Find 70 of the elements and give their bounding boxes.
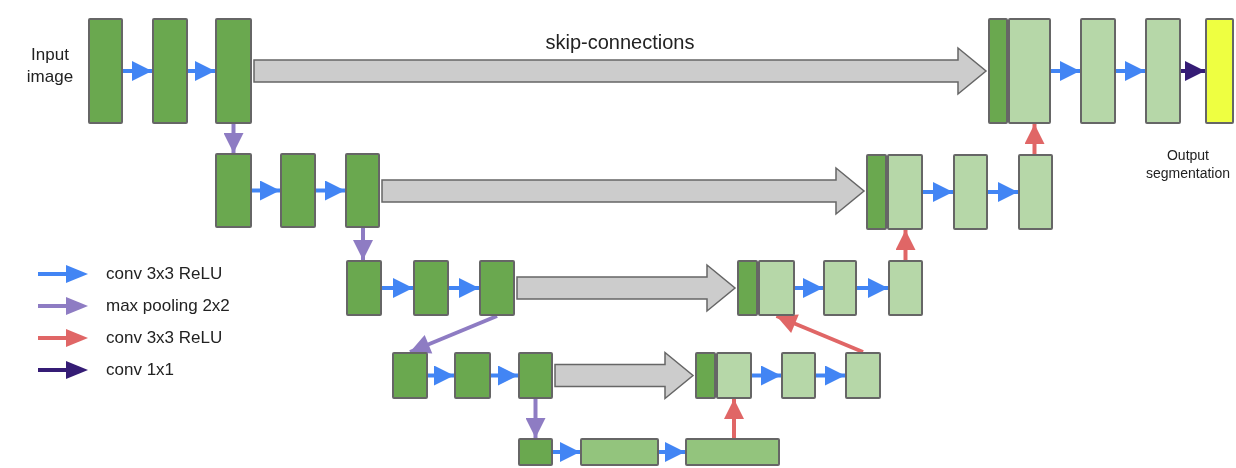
arrow	[895, 230, 916, 260]
arrow	[752, 365, 781, 386]
arrow	[1024, 124, 1045, 154]
feature-map-block	[215, 153, 252, 228]
feature-map-block	[88, 18, 123, 124]
feature-map-block	[953, 154, 988, 230]
feature-map-block	[685, 438, 780, 466]
arrow	[252, 180, 280, 201]
feature-map-block	[1145, 18, 1181, 124]
skip-connection-arrow	[554, 350, 695, 401]
feature-map-block	[888, 260, 923, 316]
arrow	[1116, 61, 1145, 81]
legend-label: max pooling 2x2	[106, 296, 230, 316]
arrow	[223, 124, 244, 153]
copied-feature-map	[866, 154, 887, 230]
copied-feature-map	[695, 352, 716, 399]
caption-text: Input image	[25, 44, 75, 89]
edge-label: skip-connections	[545, 31, 695, 54]
feature-map-block	[1018, 154, 1053, 230]
copied-feature-map	[737, 260, 758, 316]
feature-map-block	[1080, 18, 1116, 124]
arrow	[988, 182, 1018, 202]
feature-map-block	[1008, 18, 1051, 124]
feature-map-block	[346, 260, 382, 316]
feature-map-block	[781, 352, 816, 399]
arrow	[188, 61, 215, 81]
legend-label: conv 3x3 ReLU	[106, 264, 223, 284]
arrow	[1181, 61, 1205, 81]
feature-map-block	[845, 352, 881, 399]
feature-map-block	[215, 18, 252, 124]
arrow	[382, 278, 413, 298]
arrow	[525, 399, 546, 438]
legend-label: conv 1x1	[106, 360, 175, 380]
arrow	[491, 365, 518, 386]
arrow	[449, 278, 479, 298]
feature-map-block	[454, 352, 491, 399]
output-map-block	[1205, 18, 1234, 124]
feature-map-block	[580, 438, 659, 466]
arrow	[123, 61, 152, 81]
feature-map-block	[758, 260, 795, 316]
skip-connection-arrow	[253, 46, 988, 96]
legend-label: conv 3x3 ReLU	[106, 328, 223, 348]
feature-map-block	[392, 352, 428, 399]
arrow	[795, 278, 823, 298]
arrow	[923, 182, 953, 202]
feature-map-block	[518, 352, 553, 399]
arrow	[353, 228, 373, 260]
feature-map-block	[280, 153, 316, 228]
feature-map-block	[823, 260, 857, 316]
feature-map-block	[518, 438, 553, 466]
arrow	[409, 314, 498, 354]
skip-connection-arrow	[516, 263, 737, 313]
feature-map-block	[152, 18, 188, 124]
feature-map-block	[716, 352, 752, 399]
skip-connection-arrow	[381, 166, 866, 216]
caption-text: Output segmentation	[1144, 146, 1232, 183]
arrow	[816, 365, 845, 386]
feature-map-block	[887, 154, 923, 230]
feature-map-block	[345, 153, 380, 228]
arrow	[659, 442, 685, 462]
arrow	[1051, 61, 1080, 81]
feature-map-block	[479, 260, 515, 316]
feature-map-block	[413, 260, 449, 316]
arrow	[724, 399, 744, 438]
arrow	[553, 442, 580, 462]
copied-feature-map	[988, 18, 1008, 124]
arrow	[428, 365, 454, 386]
arrow	[775, 314, 864, 354]
arrow	[316, 180, 345, 201]
arrow	[857, 278, 888, 298]
